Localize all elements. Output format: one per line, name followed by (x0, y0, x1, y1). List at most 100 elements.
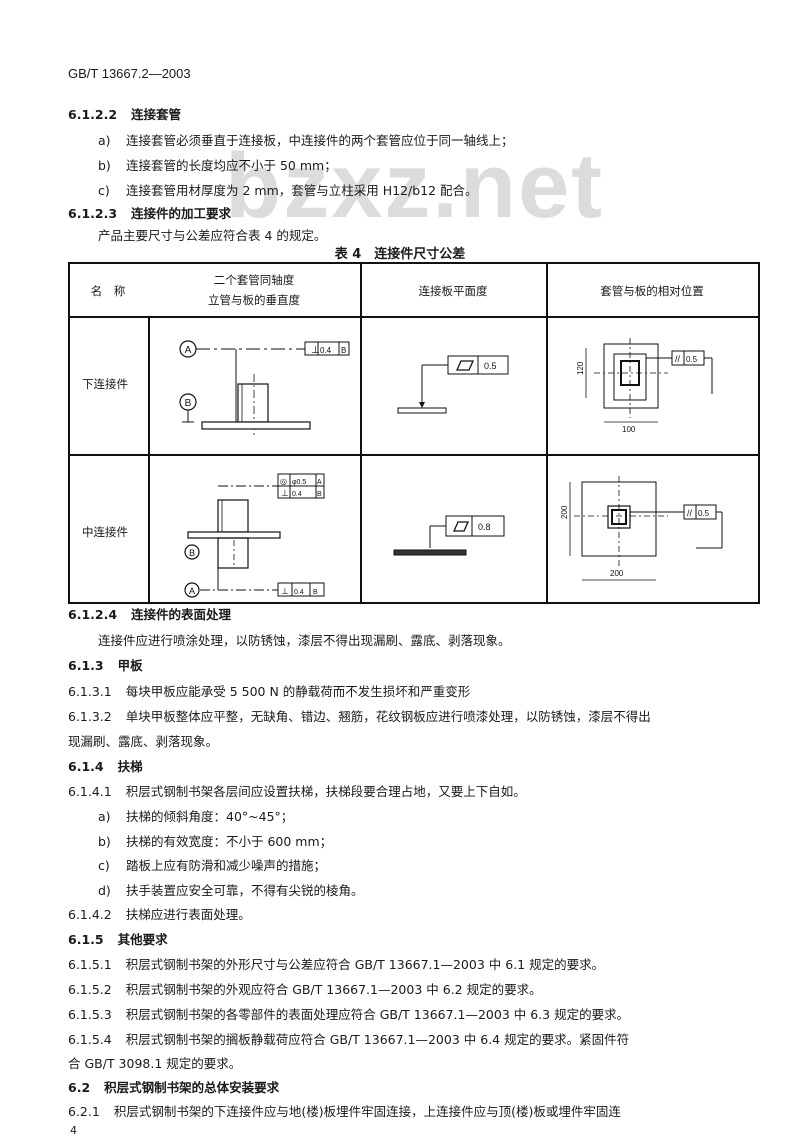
clause-text: 积层式钢制书架的外观应符合 GB/T 13667.1—2003 中 6.2 规定… (125, 982, 542, 997)
list-item: d) 扶手装置应安全可靠，不得有尖锐的棱角。 (98, 880, 364, 899)
list-item: a) 连接套管必须垂直于连接板，中连接件的两个套管应位于同一轴线上； (98, 130, 514, 149)
section-number: 6.2 (68, 1080, 91, 1095)
svg-text:B: B (317, 491, 322, 498)
clause-number: 6.1.5.4 (68, 1032, 112, 1047)
svg-text:200: 200 (610, 569, 624, 578)
table-rule (68, 262, 70, 602)
tolerance-table: 名 称 二个套管同轴度 立管与板的垂直度 连接板平面度 套管与板的相对位置 下连… (68, 262, 760, 604)
table-rule (68, 602, 760, 604)
flatness-drawing-middle: 0.8 (393, 515, 505, 556)
clause-6-1-5-2: 6.1.5.2 积层式钢制书架的外观应符合 GB/T 13667.1—2003 中… (68, 979, 542, 998)
section-number: 6.1.4 (68, 759, 104, 774)
clause-continuation: 现漏刷、露底、剥落现象。 (68, 734, 219, 749)
list-text: 扶梯的有效宽度：不小于 600 mm； (126, 834, 333, 849)
clause-number: 6.1.5.1 (68, 957, 112, 972)
svg-text:120: 120 (576, 361, 585, 375)
section-heading-6-1-4: 6.1.4 扶梯 (68, 756, 143, 775)
svg-text:B: B (341, 346, 346, 355)
lower-connector-drawing: A ⊥ 0.4 B B (179, 340, 350, 438)
header-coaxiality: 二个套管同轴度 (213, 273, 295, 287)
clause-number: 6.2.1 (68, 1104, 100, 1119)
clause-number: 6.1.4.2 (68, 907, 112, 922)
svg-text:B: B (313, 589, 318, 596)
middle-connector-drawing: ◎ φ0.5 A ⊥ 0.4 B B A ⊥ 0.4 B (184, 473, 325, 598)
list-item: b)连接套管的长度均应不小于 50 mm； (98, 155, 337, 174)
table-rule (68, 316, 760, 318)
section-heading-6-1-2-2: 6.1.2.2 连接套管 (68, 104, 181, 123)
watermark: bzxz.net (225, 135, 604, 237)
svg-text://: // (687, 508, 693, 518)
svg-text:A: A (185, 345, 192, 356)
clause-6-1-5-3: 6.1.5.3 积层式钢制书架的各零部件的表面处理应符合 GB/T 13667.1… (68, 1004, 629, 1023)
clause-text: 单块甲板整体应平整，无缺角、错边、翘筋，花纹钢板应进行喷漆处理，以防锈蚀，漆层不… (125, 709, 651, 724)
position-drawing-middle: 200 200 // 0.5 (560, 476, 723, 581)
list-text: 踏板上应有防滑和减少噪声的措施； (126, 858, 327, 873)
table-rule (758, 262, 760, 602)
svg-text:100: 100 (622, 425, 636, 434)
clause-number: 6.1.5.3 (68, 1007, 112, 1022)
svg-text:B: B (189, 548, 195, 558)
section-number: 6.1.2.2 (68, 107, 118, 122)
list-text: 扶梯的倾斜角度：40°~45°； (126, 809, 294, 824)
clause-number: 6.1.3.1 (68, 684, 112, 699)
clause-text: 积层式钢制书架的各零部件的表面处理应符合 GB/T 13667.1—2003 中… (125, 1007, 630, 1022)
svg-text:◎: ◎ (280, 477, 287, 486)
list-marker: b) (98, 834, 111, 849)
list-marker: b) (98, 158, 111, 173)
clause-text: 积层式钢制书架的下连接件应与地(楼)板埋件牢固连接，上连接件应与顶(楼)板或埋件… (113, 1104, 621, 1119)
list-text: 连接套管必须垂直于连接板，中连接件的两个套管应位于同一轴线上； (126, 133, 514, 148)
list-marker: d) (98, 883, 111, 898)
section-title: 其他要求 (117, 932, 168, 947)
list-text: 扶手装置应安全可靠，不得有尖锐的棱角。 (126, 883, 364, 898)
svg-text:B: B (185, 398, 192, 409)
section-number: 6.1.5 (68, 932, 104, 947)
table-caption: 表 4 连接件尺寸公差 (334, 247, 466, 262)
section-title: 连接件的加工要求 (131, 206, 232, 221)
list-marker: a) (98, 809, 111, 824)
clause-text: 积层式钢制书架的外形尺寸与公差应符合 GB/T 13667.1—2003 中 6… (125, 957, 605, 972)
clause-number: 6.1.5.2 (68, 982, 112, 997)
list-marker: a) (98, 133, 111, 148)
section-number: 6.1.2.4 (68, 607, 118, 622)
clause-text: 积层式钢制书架各层间应设置扶梯，扶梯段要合理占地，又要上下自如。 (125, 784, 526, 799)
svg-text:200: 200 (560, 505, 569, 519)
clause-number: 6.1.4.1 (68, 784, 112, 799)
section-title: 积层式钢制书架的总体安装要求 (104, 1080, 280, 1095)
section-title: 连接套管 (131, 107, 182, 122)
table-rule (68, 454, 760, 456)
svg-text:0.5: 0.5 (484, 361, 497, 371)
table-rule (68, 262, 760, 264)
flatness-drawing-lower: 0.5 (397, 355, 509, 414)
header-flatness: 连接板平面度 (418, 284, 488, 298)
section-heading-6-1-3: 6.1.3 甲板 (68, 655, 143, 674)
section-title: 甲板 (117, 658, 143, 673)
section-title: 扶梯 (117, 759, 143, 774)
list-marker: c) (98, 183, 110, 198)
header-name: 名 称 (90, 284, 126, 298)
svg-text:0.5: 0.5 (686, 355, 698, 364)
section-number: 6.1.2.3 (68, 206, 118, 221)
list-item: b) 扶梯的有效宽度：不小于 600 mm； (98, 831, 332, 850)
section-title: 连接件的表面处理 (131, 607, 232, 622)
svg-text:0.4: 0.4 (294, 589, 304, 596)
table-rule (360, 262, 362, 602)
position-drawing-lower: 120 100 // 0.5 (576, 338, 713, 434)
clause-6-2-1: 6.2.1 积层式钢制书架的下连接件应与地(楼)板埋件牢固连接，上连接件应与顶(楼… (68, 1101, 621, 1120)
section-heading-6-1-2-4: 6.1.2.4 连接件的表面处理 (68, 604, 231, 623)
svg-text:A: A (317, 479, 322, 486)
section-heading-6-2: 6.2 积层式钢制书架的总体安装要求 (68, 1077, 279, 1096)
svg-text:0.8: 0.8 (478, 522, 491, 532)
paragraph: 产品主要尺寸与公差应符合表 4 的规定。 (98, 228, 327, 243)
row-label-middle-connector: 中连接件 (82, 525, 128, 539)
clause-6-1-4-1: 6.1.4.1 积层式钢制书架各层间应设置扶梯，扶梯段要合理占地，又要上下自如。 (68, 781, 526, 800)
clause-continuation: 合 GB/T 3098.1 规定的要求。 (68, 1056, 242, 1071)
svg-text:⊥: ⊥ (281, 586, 289, 596)
svg-text:0.4: 0.4 (320, 346, 332, 355)
section-number: 6.1.3 (68, 658, 104, 673)
svg-text:⊥: ⊥ (281, 488, 289, 498)
svg-text:φ0.5: φ0.5 (292, 479, 306, 486)
clause-number: 6.1.3.2 (68, 709, 112, 724)
